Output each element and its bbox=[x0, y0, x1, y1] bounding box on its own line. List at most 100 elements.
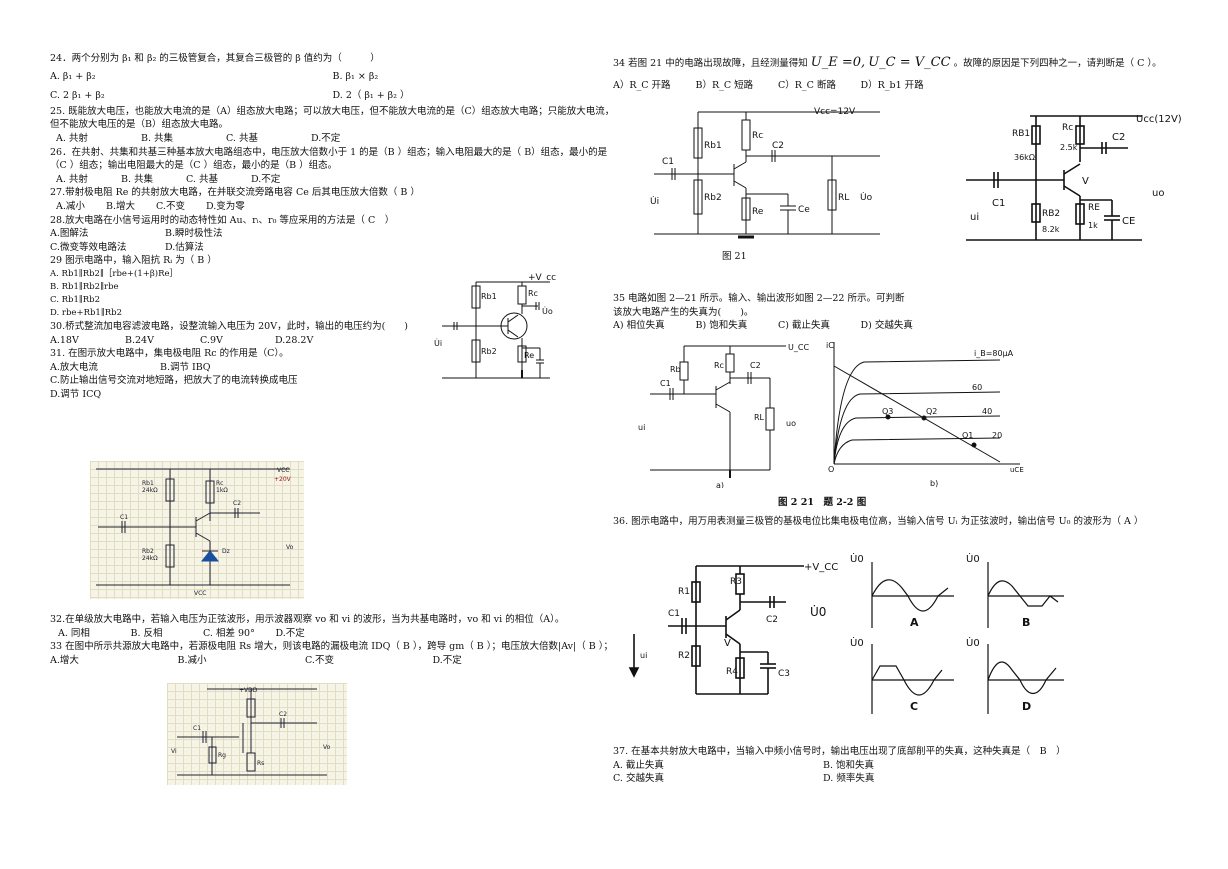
f21b-rb2-value: 8.2k bbox=[1042, 225, 1060, 234]
q29-options: A. Rb1∥Rb2∥［rbe+(1+β)Re］ B. Rb1∥Rb2∥rbe … bbox=[50, 268, 615, 320]
f29-uo-label: U̇o bbox=[542, 306, 553, 316]
wave-a-label: A bbox=[910, 616, 919, 629]
q37-option-c: C. 交越失真 bbox=[613, 773, 664, 785]
f35a-ucc-label: U_CC bbox=[788, 343, 809, 352]
q33-stem: 33 在图中所示共源放大电路中，若源极电阻 Rs 增大，则该电路的漏极电流 ID… bbox=[50, 641, 614, 653]
q33-option-c: C.不变 bbox=[305, 654, 334, 666]
f36-uo-label: U̇0 bbox=[810, 605, 826, 619]
q33-option-a: A.增大 bbox=[50, 654, 79, 666]
q27-option-a: A.减小 bbox=[56, 200, 85, 212]
f21a-c2-label: C2 bbox=[772, 141, 784, 151]
wave-a-axis-label: U̇0 bbox=[850, 552, 864, 565]
f35a-sub-label: a) bbox=[716, 481, 724, 488]
f21b-v-label: V bbox=[1082, 176, 1089, 187]
f31-rb1-label: Rb1 bbox=[142, 480, 154, 487]
f21a-rl-label: RL bbox=[838, 193, 849, 203]
q31-stem: 31. 在图示放大电路中，集电极电阻 Rc 的作用是（C）。 bbox=[50, 348, 289, 360]
f36-c1-label: C1 bbox=[668, 609, 680, 619]
q37-options-row1: A. 截止失真 B. 饱和失真 bbox=[613, 759, 1033, 773]
q25-stem: 25. 既能放大电压，也能放大电流的是（A）组态放大电路；可以放大电压，但不能放… bbox=[50, 105, 615, 131]
f29-rb1-label: Rb1 bbox=[481, 292, 497, 301]
q27-option-c: C.不变 bbox=[156, 200, 185, 212]
f21a-vcc-label: Vcc=12V bbox=[814, 107, 856, 117]
q32-stem: 32.在单级放大电路中，若输入电压为正弦波形，用示波器观察 vo 和 vi 的波… bbox=[50, 614, 565, 625]
f21b-ce-label: CE bbox=[1122, 216, 1135, 227]
f35a-rc-label: Rc bbox=[714, 361, 724, 370]
f35b-q2-label: Q2 bbox=[926, 407, 937, 416]
q28-options-row2: C.微变等效电路法 D.估算法 bbox=[50, 241, 280, 255]
q34-stem-a: 34 若图 21 中的电路出现故障，且经测量得知 bbox=[613, 58, 808, 69]
f36-v-label: V bbox=[724, 638, 731, 649]
q24-stem: 24．两个分别为 β₁ 和 β₂ 的三极管复合，其复合三极管的 β 值约为（ ） bbox=[50, 53, 380, 64]
f21b-rb1-label: RB1 bbox=[1012, 129, 1030, 139]
q34-stem-b: 。故障的原因是下列四种之一，请判断是（ C ）。 bbox=[953, 58, 1162, 69]
fig35-characteristics: iC i_B=80μA 60 40 20 Q1 Q2 Q3 O uCE b) bbox=[824, 338, 1034, 490]
q32-option-b: B. 反相 bbox=[130, 627, 163, 639]
q36-stem: 36. 图示电路中，用万用表测量三极管的基极电位比集电极电位高，当输入信号 Uᵢ… bbox=[613, 516, 1144, 527]
f35a-ui-label: ui bbox=[638, 423, 645, 432]
q24-options-row2: C. 2 β₁ + β₂ D. 2（ β₁ + β₂ ） bbox=[50, 89, 615, 103]
f33-vo-label: Vo bbox=[323, 744, 331, 751]
f29-rb2-label: Rb2 bbox=[481, 347, 497, 356]
f31-dz-label: Dz bbox=[222, 548, 230, 555]
q29-stem: 29 图示电路中，输入阻抗 Rᵢ 为（ B ） bbox=[50, 255, 217, 267]
q29-option-c: C. Rb1∥Rb2 bbox=[50, 294, 101, 305]
f33-rg-label: Rg bbox=[218, 752, 226, 759]
q26-options: A. 共射 B. 共集 C. 共基 D.不定 bbox=[50, 173, 316, 187]
wave-b-axis-label: U̇0 bbox=[966, 552, 980, 565]
f35b-l80-label: i_B=80μA bbox=[974, 349, 1014, 358]
f21b-re-value: 1k bbox=[1088, 221, 1098, 230]
fig36-waveforms: U̇0 A U̇0 B U̇0 C U̇0 D bbox=[850, 552, 1070, 722]
q34-uc: U_C = V_CC bbox=[868, 55, 951, 70]
q29-option-d: D. rbe+Rb1∥Rb2 bbox=[50, 307, 122, 318]
q28-option-d: D.估算法 bbox=[165, 241, 204, 253]
f21b-ui-label: ui bbox=[970, 212, 979, 223]
q34-ue: U_E =0, bbox=[810, 55, 866, 70]
q31-option-d: D.调节 ICQ bbox=[50, 388, 102, 400]
f35a-rb-label: Rb bbox=[670, 365, 681, 374]
fig35-circuit: U_CC Rb Rc C1 C2 RL ui uo a) bbox=[636, 338, 832, 490]
f21a-uo-label: U̇o bbox=[860, 191, 873, 203]
f35a-c1-label: C1 bbox=[660, 379, 671, 388]
q28-stem: 28.放大电路在小信号运用时的动态特性如 Au、rᵢ、r₀ 等应采用的方法是（ … bbox=[50, 214, 395, 226]
q33-option-b: B.减小 bbox=[177, 654, 207, 666]
f21b-rb1-value: 36kΩ bbox=[1014, 153, 1035, 162]
left-column-lower: 32.在单级放大电路中，若输入电压为正弦波形，用示波器观察 vo 和 vi 的波… bbox=[50, 613, 615, 667]
q25-option-d: D.不定 bbox=[311, 132, 341, 144]
f21b-c1-label: C1 bbox=[992, 198, 1005, 209]
q37-stem: 37. 在基本共射放大电路中，当输入中频小信号时，输出电压出现了底部削平的失真，… bbox=[613, 746, 1066, 757]
q32-options: A. 同相 B. 反相 C. 相差 90° D.不定 bbox=[50, 627, 348, 641]
fig21-caption: 图 21 bbox=[722, 251, 747, 262]
f36-vcc-label: +V_CC bbox=[804, 562, 838, 573]
q25-option-b: B. 共集 bbox=[141, 132, 174, 144]
f35b-l60-label: 60 bbox=[972, 383, 982, 392]
q35-stem: 35 电路如图 2—21 所示。输入、输出波形如图 2—22 所示。可判断该放大… bbox=[613, 293, 905, 318]
q34-option-c: C）R_C 断路 bbox=[778, 79, 836, 91]
f36-r1-label: R1 bbox=[678, 587, 690, 597]
q34-stem: 34 若图 21 中的电路出现故障，且经测量得知 U_E =0, U_C = V… bbox=[613, 56, 1183, 71]
q26-option-a: A. 共射 bbox=[56, 173, 88, 185]
q28-option-a: A.图解法 bbox=[50, 228, 89, 240]
f29-rc-label: Rc bbox=[528, 289, 538, 298]
q31-options-row1: A.放大电流 B.调节 IBQ bbox=[50, 361, 270, 375]
f31-rb1-value: 24kΩ bbox=[142, 487, 158, 494]
q37-option-d: D. 频率失真 bbox=[823, 773, 875, 785]
f35b-ic-label: iC bbox=[826, 341, 834, 350]
left-column: 24．两个分别为 β₁ 和 β₂ 的三极管复合，其复合三极管的 β 值约为（ ）… bbox=[50, 52, 615, 401]
fig35-caption: 图 2 21 题 2-2 图 bbox=[778, 497, 867, 508]
q27-options: A.减小 B.增大 C.不变 D.变为零 bbox=[50, 200, 256, 214]
q26-option-b: B. 共集 bbox=[121, 173, 154, 185]
f21b-uo-label: uo bbox=[1152, 188, 1164, 199]
f33-vi-label: Vi bbox=[171, 748, 177, 755]
wave-d-axis-label: U̇0 bbox=[966, 636, 980, 649]
q28-option-c: C.微变等效电路法 bbox=[50, 241, 127, 253]
f21a-ce-label: Ce bbox=[798, 205, 810, 215]
wave-b-label: B bbox=[1022, 616, 1030, 629]
q24-options-row1: A. β₁ + β₂ B. β₁ × β₂ bbox=[50, 70, 615, 84]
f33-rs-label: Rs bbox=[257, 760, 264, 767]
q30-option-d: D.28.2V bbox=[275, 334, 314, 346]
q35-options: A) 相位失真 B) 饱和失真 C) 截止失真 D) 交越失真 bbox=[613, 319, 943, 333]
f36-ui-label: ui bbox=[640, 651, 647, 660]
q32-option-d: D.不定 bbox=[275, 627, 305, 639]
q35-option-d: D) 交越失真 bbox=[860, 320, 913, 332]
